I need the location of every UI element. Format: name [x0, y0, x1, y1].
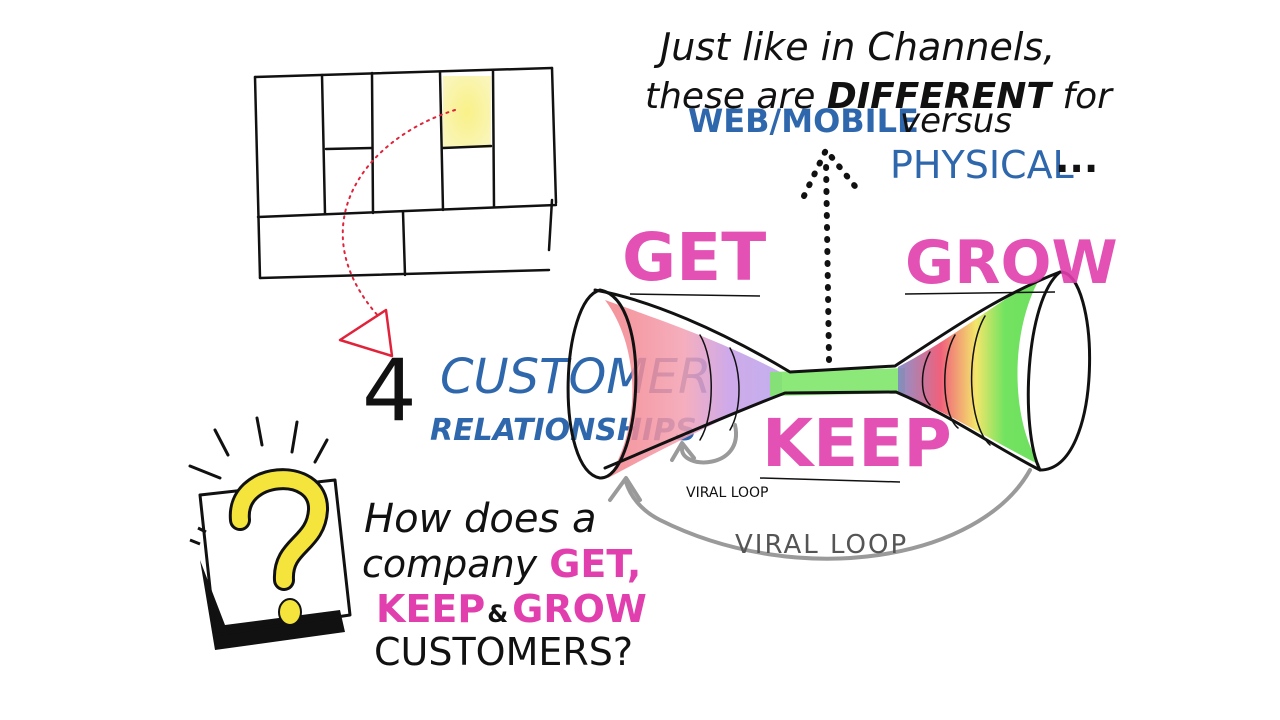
headline-ellipsis: ... — [1055, 137, 1098, 181]
headline-line2-emph: DIFFERENT — [827, 76, 1053, 117]
headline-line2-suffix: for — [1051, 76, 1114, 117]
svg-text:these are DIFFERENT for: these are DIFFERENT for — [645, 76, 1114, 117]
viral-loop-small: VIRAL LOOP — [686, 485, 768, 501]
question-text: How does a company GET, KEEP&GROW CUSTOM… — [362, 496, 647, 674]
funnel-get: GET — [622, 219, 766, 296]
svg-text:company GET,: company GET, — [362, 542, 641, 586]
question-box-shadow — [200, 560, 345, 650]
question-line3-keep: KEEP — [376, 587, 485, 631]
question-mark-icon — [228, 468, 329, 626]
question-line2-prefix: company — [362, 542, 549, 586]
funnel-right-cone — [898, 278, 1040, 465]
funnel-keep: KEEP — [762, 405, 952, 482]
question-line1: How does a — [364, 496, 597, 542]
canvas-highlight-customer-relationships — [443, 76, 491, 148]
funnel-neck — [770, 368, 905, 396]
headline-physical: PHYSICAL — [890, 143, 1074, 187]
upward-dotted-arrow — [801, 144, 861, 363]
funnel-grow: GROW — [905, 228, 1118, 298]
customer-funnel — [566, 270, 1092, 483]
headline-web-mobile: WEB/MOBILE — [688, 102, 919, 140]
svg-text:KEEP&GROW: KEEP&GROW — [376, 587, 647, 631]
question-line3-grow: GROW — [512, 587, 647, 631]
question-line4: CUSTOMERS? — [374, 630, 633, 674]
headline-versus: versus — [900, 101, 1012, 141]
question-line2-emph: GET, — [549, 542, 641, 586]
business-model-canvas-sketch — [253, 66, 558, 280]
headline-line2-prefix: these are — [645, 76, 827, 117]
funnel-left-cone — [605, 300, 782, 478]
headline-line1: Just like in Channels, — [653, 25, 1055, 69]
pointer-arrow — [338, 109, 456, 358]
viral-loop-large: VIRAL LOOP — [735, 530, 908, 560]
viral-loops — [608, 423, 1032, 561]
viral-loop-labels: VIRAL LOOP VIRAL LOOP — [686, 485, 908, 560]
block-number: 4 — [362, 341, 417, 441]
question-line3-amp: & — [487, 600, 508, 628]
headline: Just like in Channels, these are DIFFERE… — [645, 25, 1114, 187]
funnel-labels: GET GROW KEEP — [622, 219, 1118, 482]
question-box — [188, 416, 352, 650]
